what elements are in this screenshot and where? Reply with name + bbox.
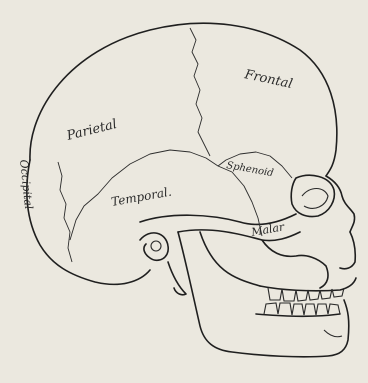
coronal-suture [190, 28, 210, 156]
brow-outline [326, 176, 355, 232]
label-parietal: Parietal [64, 117, 118, 144]
cranium-outline [30, 23, 337, 176]
ear-canal [151, 241, 161, 251]
lower-teeth [264, 303, 340, 315]
upper-jaw [260, 278, 356, 291]
chin-detail [324, 330, 342, 337]
upper-teeth [268, 288, 344, 301]
mandible-outline [178, 232, 349, 357]
occipital-outline [27, 160, 150, 284]
label-malar: Malar [249, 220, 286, 239]
lambdoid-suture [58, 162, 72, 262]
nasal-outline [340, 232, 355, 269]
malar-outline [262, 240, 328, 288]
ear-opening [140, 233, 168, 260]
label-sphenoid: Sphenoid [225, 160, 274, 179]
label-occipital: Occipital [17, 159, 35, 210]
label-temporal: Temporal. [110, 185, 173, 209]
label-frontal: Frontal [242, 67, 294, 92]
mastoid-process [168, 262, 186, 295]
mandible-ramus [200, 232, 260, 286]
lower-jaw [256, 314, 340, 316]
orbit-inner [302, 189, 328, 209]
